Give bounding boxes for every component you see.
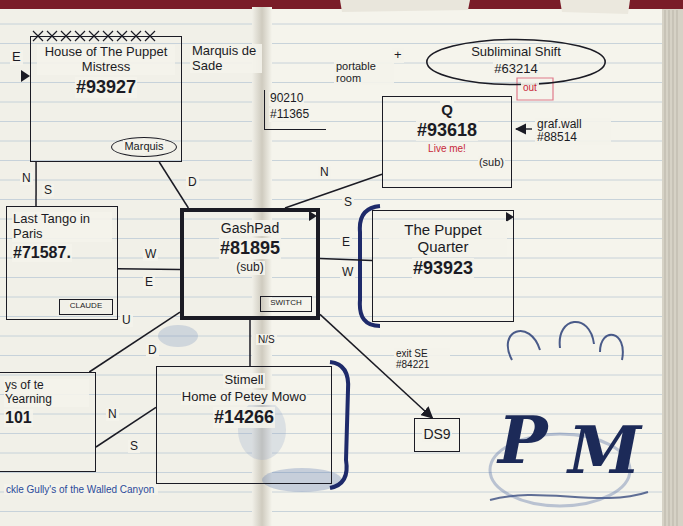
- ruled-lines: [0, 24, 662, 512]
- direction-letter: W: [340, 266, 355, 279]
- room-box: ys of te Yearning 101: [0, 372, 96, 472]
- paper-scrap: [340, 0, 470, 12]
- direction-letter: E: [10, 50, 23, 65]
- room-name: Q: [440, 101, 454, 118]
- hub-box: GashPad #81895 (sub) SWITCH: [180, 208, 320, 320]
- ink-wash: [262, 468, 342, 492]
- room-number: 101: [4, 409, 33, 427]
- direction-letter: N/S: [256, 334, 277, 345]
- room-name: ys of te Yearning: [4, 379, 89, 407]
- left-page: [0, 9, 262, 526]
- room-number: #93927: [75, 77, 137, 98]
- room-name: The Puppet Quarter: [379, 221, 507, 256]
- room-number: #63214: [493, 62, 538, 77]
- direction-letter: E: [143, 276, 155, 289]
- ink-wash: [158, 325, 198, 347]
- room-flag: [506, 212, 514, 222]
- direction-letter: U: [120, 314, 133, 327]
- room-name: Last Tango in Paris: [12, 212, 112, 242]
- exit-box: DS9: [414, 418, 460, 452]
- direction-letter: E: [340, 236, 352, 249]
- tag-box: SWITCH: [260, 296, 312, 312]
- tag-text: Marquis: [123, 140, 164, 153]
- paper-scrap: [560, 0, 630, 14]
- direction-letter: N: [20, 172, 33, 185]
- edge-label: exit SE #84221: [394, 348, 450, 370]
- tag-text: CLAUDE: [69, 301, 103, 310]
- room-flag: [309, 211, 317, 221]
- room-box: StimellHome of Petey Mowo #14266: [156, 366, 332, 484]
- note-text: portable room: [334, 60, 394, 85]
- tag-text: SWITCH: [269, 298, 303, 307]
- room-box: The Puppet Quarter#93923: [372, 210, 514, 322]
- room-name: DS9: [422, 426, 451, 442]
- room-note: Stimell: [223, 373, 264, 388]
- room-name: Subliminal Shift: [470, 45, 562, 60]
- oval-outline: [427, 39, 605, 84]
- room-box: 90210 #11365: [264, 90, 326, 130]
- room-box: House of The Puppet Mistress#93927Marqui…: [30, 36, 182, 162]
- red-box: [517, 78, 553, 100]
- room-oval: Subliminal Shift #63214: [425, 38, 607, 86]
- direction-letter: S: [128, 440, 140, 453]
- page-stack: [665, 10, 677, 526]
- room-name: House of The Puppet Mistress: [37, 45, 175, 75]
- direction-letter: W: [143, 248, 158, 261]
- room-box: Last Tango in Paris #71587. CLAUDE: [6, 206, 118, 320]
- room-number: #14266: [213, 407, 275, 428]
- note-text: graf.wall #88514: [535, 118, 611, 145]
- room-box: Q #93618Live me! (sub): [382, 96, 512, 188]
- leader-arrow: [516, 128, 532, 129]
- room-note: (sub): [235, 261, 264, 275]
- exit-line: [249, 320, 251, 366]
- room-note: Live me!: [427, 143, 467, 155]
- room-name: GashPad: [220, 220, 280, 236]
- note-text: +: [392, 48, 404, 63]
- direction-letter: S: [42, 184, 54, 197]
- room-number: #93618: [416, 120, 478, 141]
- room-number: #11365: [269, 108, 310, 122]
- room-number: #93923: [412, 258, 474, 279]
- room-number: 90210: [269, 92, 304, 106]
- monogram-letter: M: [566, 414, 643, 488]
- room-number: #81895: [219, 238, 281, 259]
- exit-line: [118, 268, 180, 270]
- exit-line: [89, 312, 180, 372]
- direction-letter: S: [342, 196, 354, 209]
- edge-label: D: [186, 176, 199, 189]
- room-note: (sub): [478, 156, 505, 169]
- exit-line: [320, 258, 372, 260]
- note-text: ckle Gully's of the Walled Canyon: [4, 484, 158, 495]
- exit-line: [35, 162, 37, 206]
- npc-name: Marquis de Sade: [190, 44, 262, 73]
- monogram-letter: P: [496, 404, 550, 478]
- note-text: out: [521, 82, 539, 93]
- exit-line: [285, 174, 382, 208]
- room-number: #71587.: [12, 244, 72, 262]
- tag-box: CLAUDE: [59, 299, 113, 315]
- direction-letter: N: [318, 166, 331, 179]
- monogram-flourish: [508, 322, 623, 360]
- blue-bracket: [360, 206, 380, 326]
- exit-line: [159, 162, 188, 208]
- entry-flag: [21, 70, 30, 82]
- exit-line: [96, 407, 156, 447]
- right-page: [262, 7, 662, 526]
- room-name: Home of Petey Mowo: [181, 390, 307, 405]
- blue-bracket: [330, 362, 348, 488]
- direction-letter: N: [106, 408, 119, 421]
- tag-oval: Marquis: [111, 137, 177, 157]
- direction-letter: D: [146, 344, 159, 357]
